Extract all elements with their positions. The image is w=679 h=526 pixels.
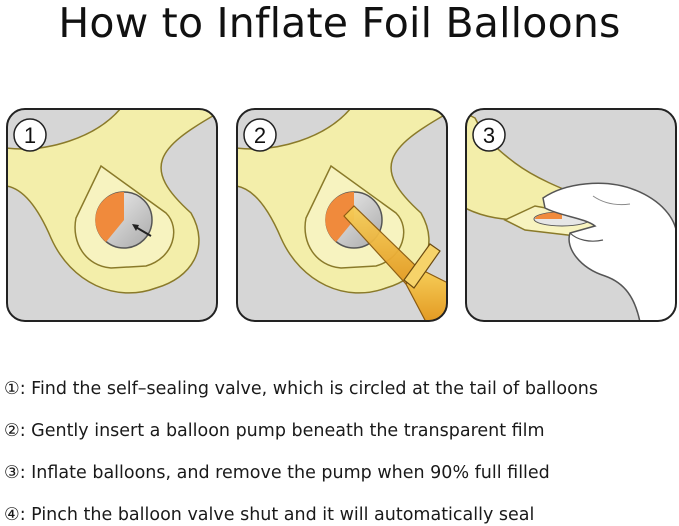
step-number-badge bbox=[472, 118, 506, 152]
valve-orange-half bbox=[95, 191, 124, 242]
step-number-badge bbox=[13, 118, 47, 152]
step-number-badge bbox=[243, 118, 277, 152]
hand bbox=[542, 182, 676, 321]
instruction-step-1: ①: Find the self–sealing valve, which is… bbox=[4, 379, 599, 399]
step-1-illustration: 1 bbox=[6, 108, 218, 322]
step-number: 1 bbox=[24, 123, 36, 148]
instruction-step-2: ②: Gently insert a balloon pump beneath … bbox=[4, 421, 545, 441]
step-2-illustration: 2 bbox=[236, 108, 448, 322]
pump-ring bbox=[403, 243, 441, 289]
instruction-step-4: ④: Pinch the balloon valve shut and it w… bbox=[4, 505, 535, 525]
instruction-step-3: ③: Inflate balloons, and remove the pump… bbox=[4, 463, 550, 483]
step-number: 2 bbox=[254, 123, 266, 148]
page-title: How to Inflate Foil Balloons bbox=[58, 0, 621, 47]
step-3-illustration: 3 bbox=[465, 108, 677, 322]
step-number: 3 bbox=[483, 123, 495, 148]
